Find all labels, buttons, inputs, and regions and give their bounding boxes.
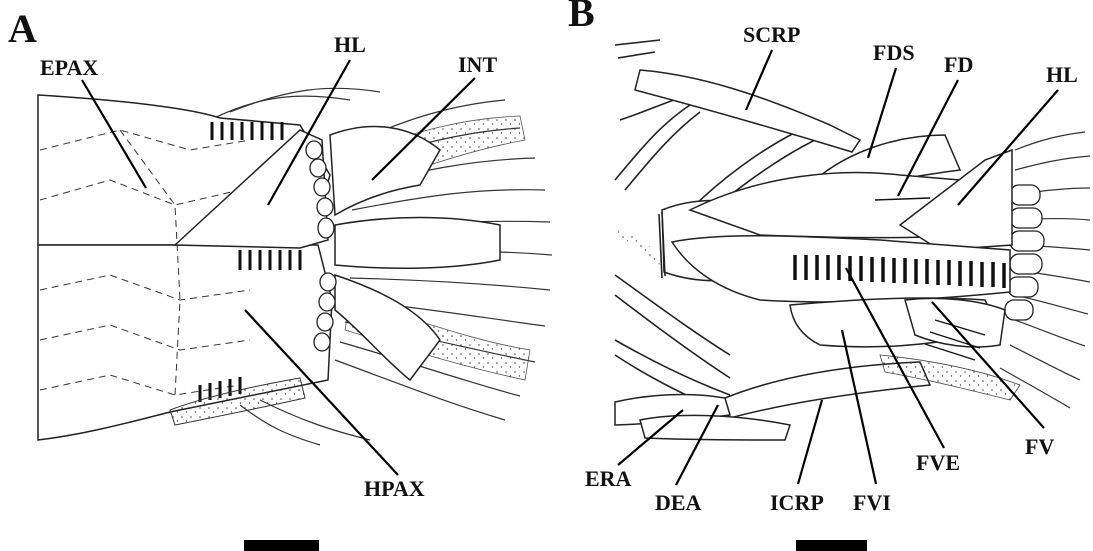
label-fv: FV (1025, 434, 1054, 459)
label-fds: FDS (873, 40, 915, 65)
panel-a-letter: A (8, 6, 37, 51)
label-fd: FD (944, 52, 973, 77)
int-muscle-mid (335, 218, 500, 269)
label-icrp: ICRP (770, 490, 824, 515)
label-fvi: FVI (853, 490, 891, 515)
panel-b-fin-rays (1000, 132, 1090, 408)
scale-bar-a (244, 540, 319, 551)
scale-bar-b (796, 540, 867, 551)
label-scrp: SCRP (743, 22, 800, 47)
panel-b: B (568, 0, 1090, 551)
label-int: INT (458, 52, 497, 77)
panel-b-letter: B (568, 0, 595, 35)
leader-fvi (842, 330, 876, 484)
label-hpax: HPAX (364, 476, 425, 501)
label-hl-b: HL (1046, 62, 1078, 87)
label-era: ERA (585, 466, 632, 491)
panel-a: A (8, 6, 552, 551)
int-muscle-top (330, 127, 440, 215)
leader-icrp (798, 400, 822, 484)
label-fve: FVE (916, 450, 960, 475)
label-dea: DEA (655, 490, 702, 515)
label-hl-a: HL (334, 32, 366, 57)
label-epax: EPAX (40, 55, 98, 80)
